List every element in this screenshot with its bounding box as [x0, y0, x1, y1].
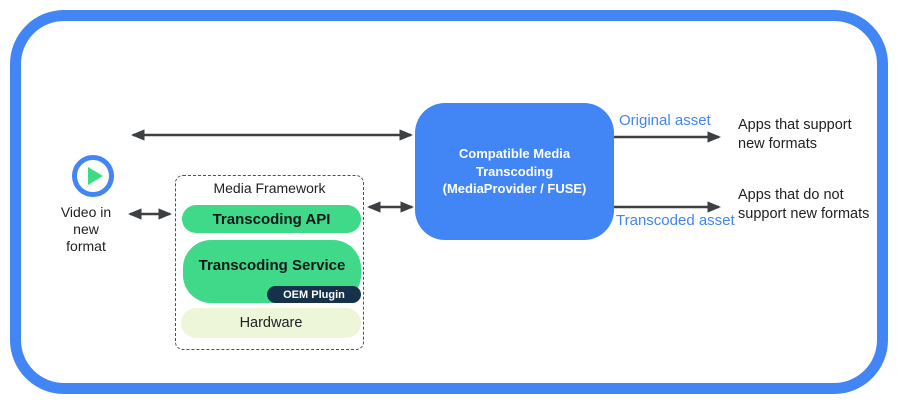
transcoding-api-label: Transcoding API — [212, 210, 331, 228]
diagram-border — [10, 10, 888, 394]
hardware-label: Hardware — [239, 315, 303, 331]
media-framework-box: Media Framework Transcoding API Transcod… — [175, 175, 364, 350]
transcoding-api-box: Transcoding API — [182, 205, 361, 233]
video-source-label: Video in new format — [60, 204, 112, 254]
media-framework-title: Media Framework — [213, 180, 326, 196]
apps-do-not-support-new-formats-label: Apps that do not support new formats — [738, 187, 870, 222]
play-triangle-icon — [87, 167, 103, 185]
apps-support-new-formats-label: Apps that support new formats — [738, 117, 852, 152]
oem-plugin-box: OEM Plugin — [267, 286, 361, 303]
hardware-box: Hardware — [181, 308, 361, 338]
transcoding-service-box: Transcoding Service OEM Plugin — [183, 240, 361, 303]
compatible-media-transcoding-label: Compatible Media Transcoding (MediaProvi… — [442, 146, 587, 197]
original-asset-label: Original asset — [619, 112, 711, 129]
transcoded-asset-label: Transcoded asset — [616, 212, 735, 229]
play-icon — [72, 155, 114, 197]
transcoding-service-label: Transcoding Service — [198, 257, 346, 274]
compatible-media-transcoding-box: Compatible Media Transcoding (MediaProvi… — [415, 103, 614, 240]
